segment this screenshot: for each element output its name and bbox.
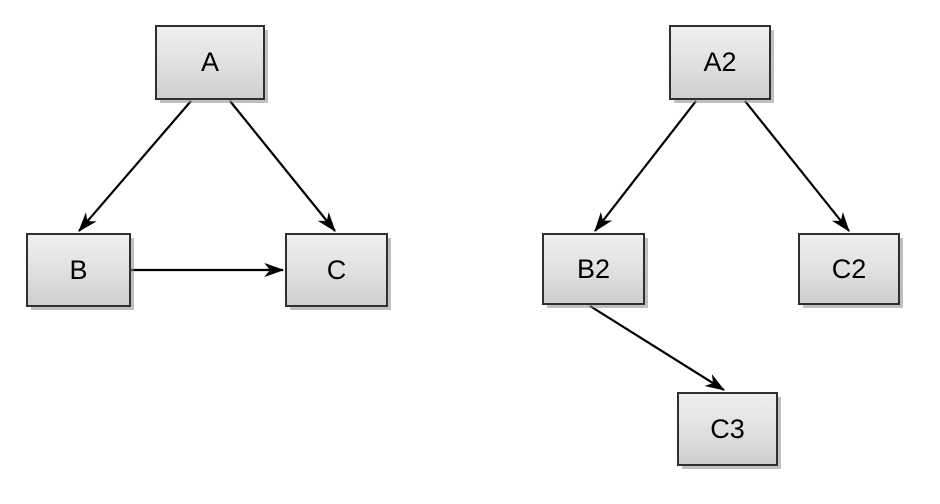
node-a2[interactable]: A2 (669, 25, 771, 100)
node-c3[interactable]: C3 (677, 392, 778, 466)
node-b2[interactable]: B2 (542, 233, 645, 305)
node-label-b: B (69, 254, 88, 285)
edge-a2-to-b2 (594, 100, 697, 232)
edges-group (78, 100, 850, 391)
node-label-c3: C3 (710, 413, 745, 444)
node-b[interactable]: B (26, 233, 131, 307)
edge-a-to-c (229, 100, 336, 232)
edge-b2-to-c3 (589, 305, 725, 391)
node-c[interactable]: C (285, 233, 388, 307)
edge-a-to-b (78, 100, 192, 232)
node-c2[interactable]: C2 (798, 233, 900, 305)
node-label-a: A (200, 47, 219, 77)
node-label-a2: A2 (703, 47, 737, 77)
node-a[interactable]: A (155, 25, 265, 100)
node-label-b2: B2 (576, 253, 611, 284)
node-label-c: C (326, 254, 347, 285)
node-label-c2: C2 (831, 253, 867, 284)
edge-a2-to-c2 (744, 100, 850, 232)
